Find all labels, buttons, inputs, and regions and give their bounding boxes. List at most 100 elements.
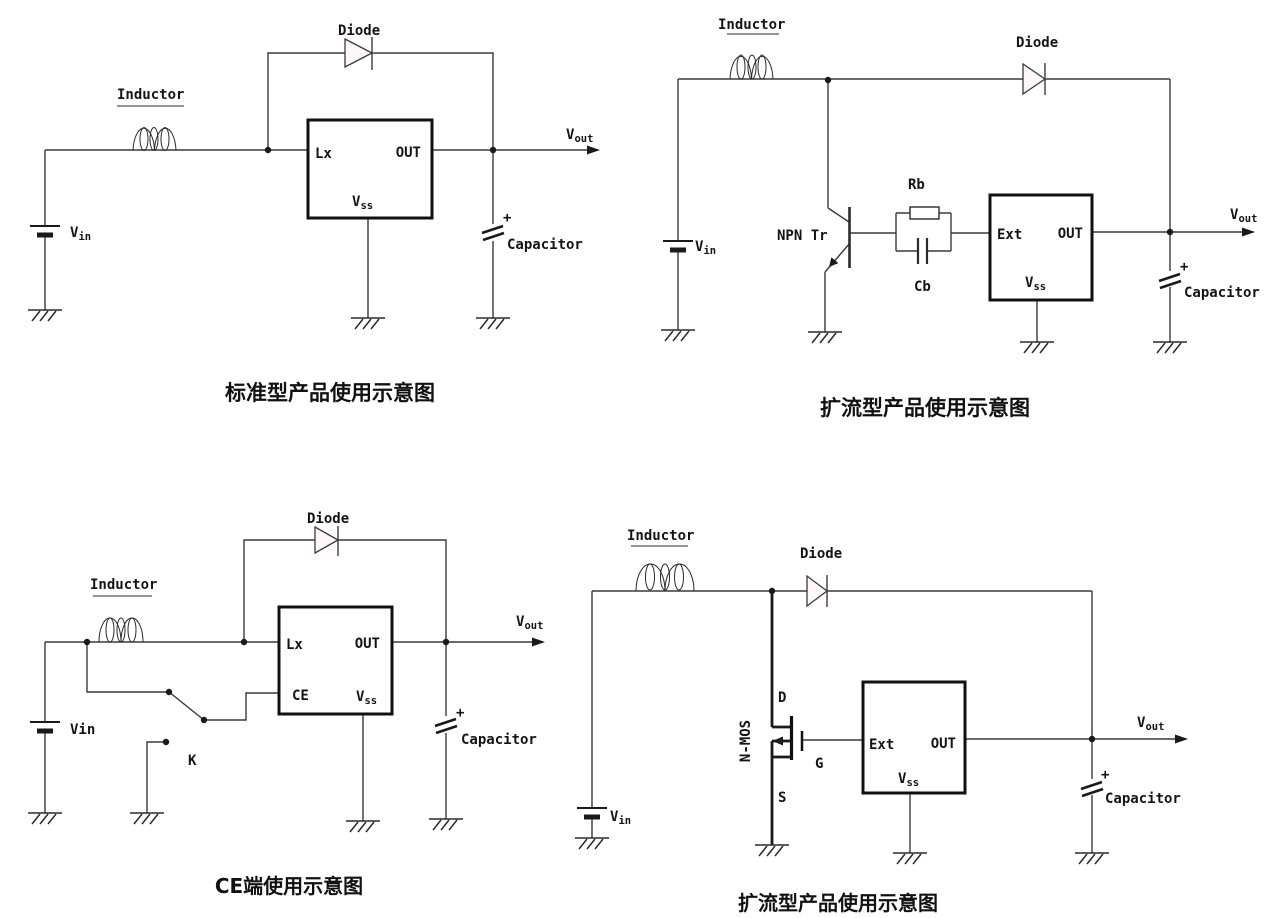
capacitor-label: Capacitor xyxy=(507,237,583,253)
ground-symbol xyxy=(27,309,63,322)
pin-vss-label: Vss xyxy=(898,771,919,789)
diagram-nmos-boost: Inductor Diode Vin D G S N-MOS Ext OUT V… xyxy=(574,528,1188,915)
inductor-loop xyxy=(160,127,170,151)
pin-vss-label: Vss xyxy=(352,194,373,212)
junction-dot xyxy=(489,146,497,154)
circuit-wires xyxy=(677,78,1253,342)
cb-label: Cb xyxy=(914,279,931,295)
switch-k-terminal-dot xyxy=(162,738,170,746)
inductor-loop xyxy=(105,617,115,643)
circuit-wires xyxy=(44,539,543,821)
inductor-coil xyxy=(729,55,774,80)
diagram-caption: 扩流型产品使用示意图 xyxy=(738,891,938,915)
diagram-caption: 扩流型产品使用示意图 xyxy=(820,396,1030,420)
inductor-loop xyxy=(757,54,767,80)
vout-arrow xyxy=(1175,734,1188,744)
resistor-rb-symbol xyxy=(909,206,940,220)
capacitor-symbol xyxy=(1079,780,1105,798)
vin-label: Vin xyxy=(70,722,95,738)
inductor-loop xyxy=(736,54,746,80)
inductor-coil xyxy=(635,563,695,592)
pin-ce-label: CE xyxy=(292,688,309,704)
capacitor-symbol xyxy=(433,717,459,735)
ground-symbol xyxy=(428,818,464,831)
junction-dot xyxy=(83,638,91,646)
capacitor-plus-sign: + xyxy=(503,210,511,226)
inductor-coil xyxy=(132,127,177,151)
npn-emitter-arrow xyxy=(829,257,839,267)
vout-arrow xyxy=(1242,227,1255,237)
junction-dot xyxy=(442,638,450,646)
capacitor-symbol xyxy=(1157,272,1183,290)
battery-symbol xyxy=(577,808,607,817)
pin-vss-label: Vss xyxy=(356,689,377,707)
ground-symbol xyxy=(754,844,790,857)
diagram-npn-boost: Inductor Diode Vin NPN Tr Rb Cb Ext OUT … xyxy=(660,17,1260,420)
switch-throw-dot xyxy=(200,716,208,724)
junction-dot xyxy=(1166,228,1174,236)
ground-symbol xyxy=(345,820,381,833)
nmos-transistor-label: N-MOS xyxy=(738,720,754,762)
battery-symbol xyxy=(663,241,693,250)
capacitor-plus-sign: + xyxy=(1101,767,1109,783)
diode-symbol xyxy=(314,525,340,555)
diode-symbol xyxy=(806,574,829,608)
battery-symbol xyxy=(30,226,60,235)
vin-label: Vin xyxy=(695,239,716,257)
rb-label: Rb xyxy=(908,177,925,193)
capacitor-label: Capacitor xyxy=(1105,791,1181,807)
diode-label: Diode xyxy=(800,546,842,562)
pin-out-label: OUT xyxy=(931,736,956,752)
vout-arrow xyxy=(587,145,600,155)
diagram-caption: CE端使用示意图 xyxy=(215,874,363,898)
ground-symbol xyxy=(807,331,843,344)
nmos-drain-label: D xyxy=(778,690,786,706)
ground-symbol xyxy=(1074,852,1110,865)
rb-cb-network-frame xyxy=(895,212,952,252)
diagram-ce: Inductor Diode Vin Lx OUT CE Vss K Vout … xyxy=(27,511,545,898)
junction-dot xyxy=(264,146,272,154)
switch-pole-dot xyxy=(165,688,173,696)
nmos-gate-label: G xyxy=(815,756,823,772)
capacitor-label: Capacitor xyxy=(1184,285,1260,301)
junction-dot xyxy=(824,76,832,84)
inductor-loop xyxy=(674,563,684,591)
circuit-wires xyxy=(591,590,1186,853)
pin-ext-label: Ext xyxy=(997,227,1022,243)
diode-label: Diode xyxy=(307,511,349,527)
inductor-label: Inductor xyxy=(117,87,184,103)
ground-symbol xyxy=(129,812,165,825)
nmos-body-arrow xyxy=(772,736,783,746)
inductor-label: Inductor xyxy=(718,17,785,33)
ground-symbol xyxy=(660,329,696,342)
junction-dot xyxy=(1088,735,1096,743)
ground-symbol xyxy=(1019,341,1055,354)
diode-symbol xyxy=(344,37,374,69)
capacitor-plus-sign: + xyxy=(456,705,464,721)
circuit-wires xyxy=(44,52,598,318)
npn-transistor-label: NPN Tr xyxy=(777,228,828,244)
ground-symbol xyxy=(574,837,610,850)
ground-symbol xyxy=(1152,341,1188,354)
switch-k-label: K xyxy=(188,753,197,769)
inductor-loop xyxy=(116,617,126,643)
vout-label: Vout xyxy=(516,614,543,632)
inductor-loop xyxy=(127,617,137,643)
vout-label: Vout xyxy=(1230,207,1257,225)
pin-ext-label: Ext xyxy=(869,737,894,753)
junction-dot xyxy=(768,587,776,595)
diode-label: Diode xyxy=(338,23,380,39)
capacitor-plus-sign: + xyxy=(1180,259,1188,275)
inductor-loop xyxy=(645,563,655,591)
inductor-label: Inductor xyxy=(90,577,157,593)
diode-label: Diode xyxy=(1016,35,1058,51)
ground-symbol xyxy=(892,852,928,865)
pin-out-label: OUT xyxy=(355,636,380,652)
diode-symbol xyxy=(1022,62,1047,96)
battery-symbol xyxy=(30,722,60,731)
ic-box xyxy=(277,605,394,716)
nmos-drain-source-lines xyxy=(770,591,791,845)
ground-symbol xyxy=(27,812,63,825)
